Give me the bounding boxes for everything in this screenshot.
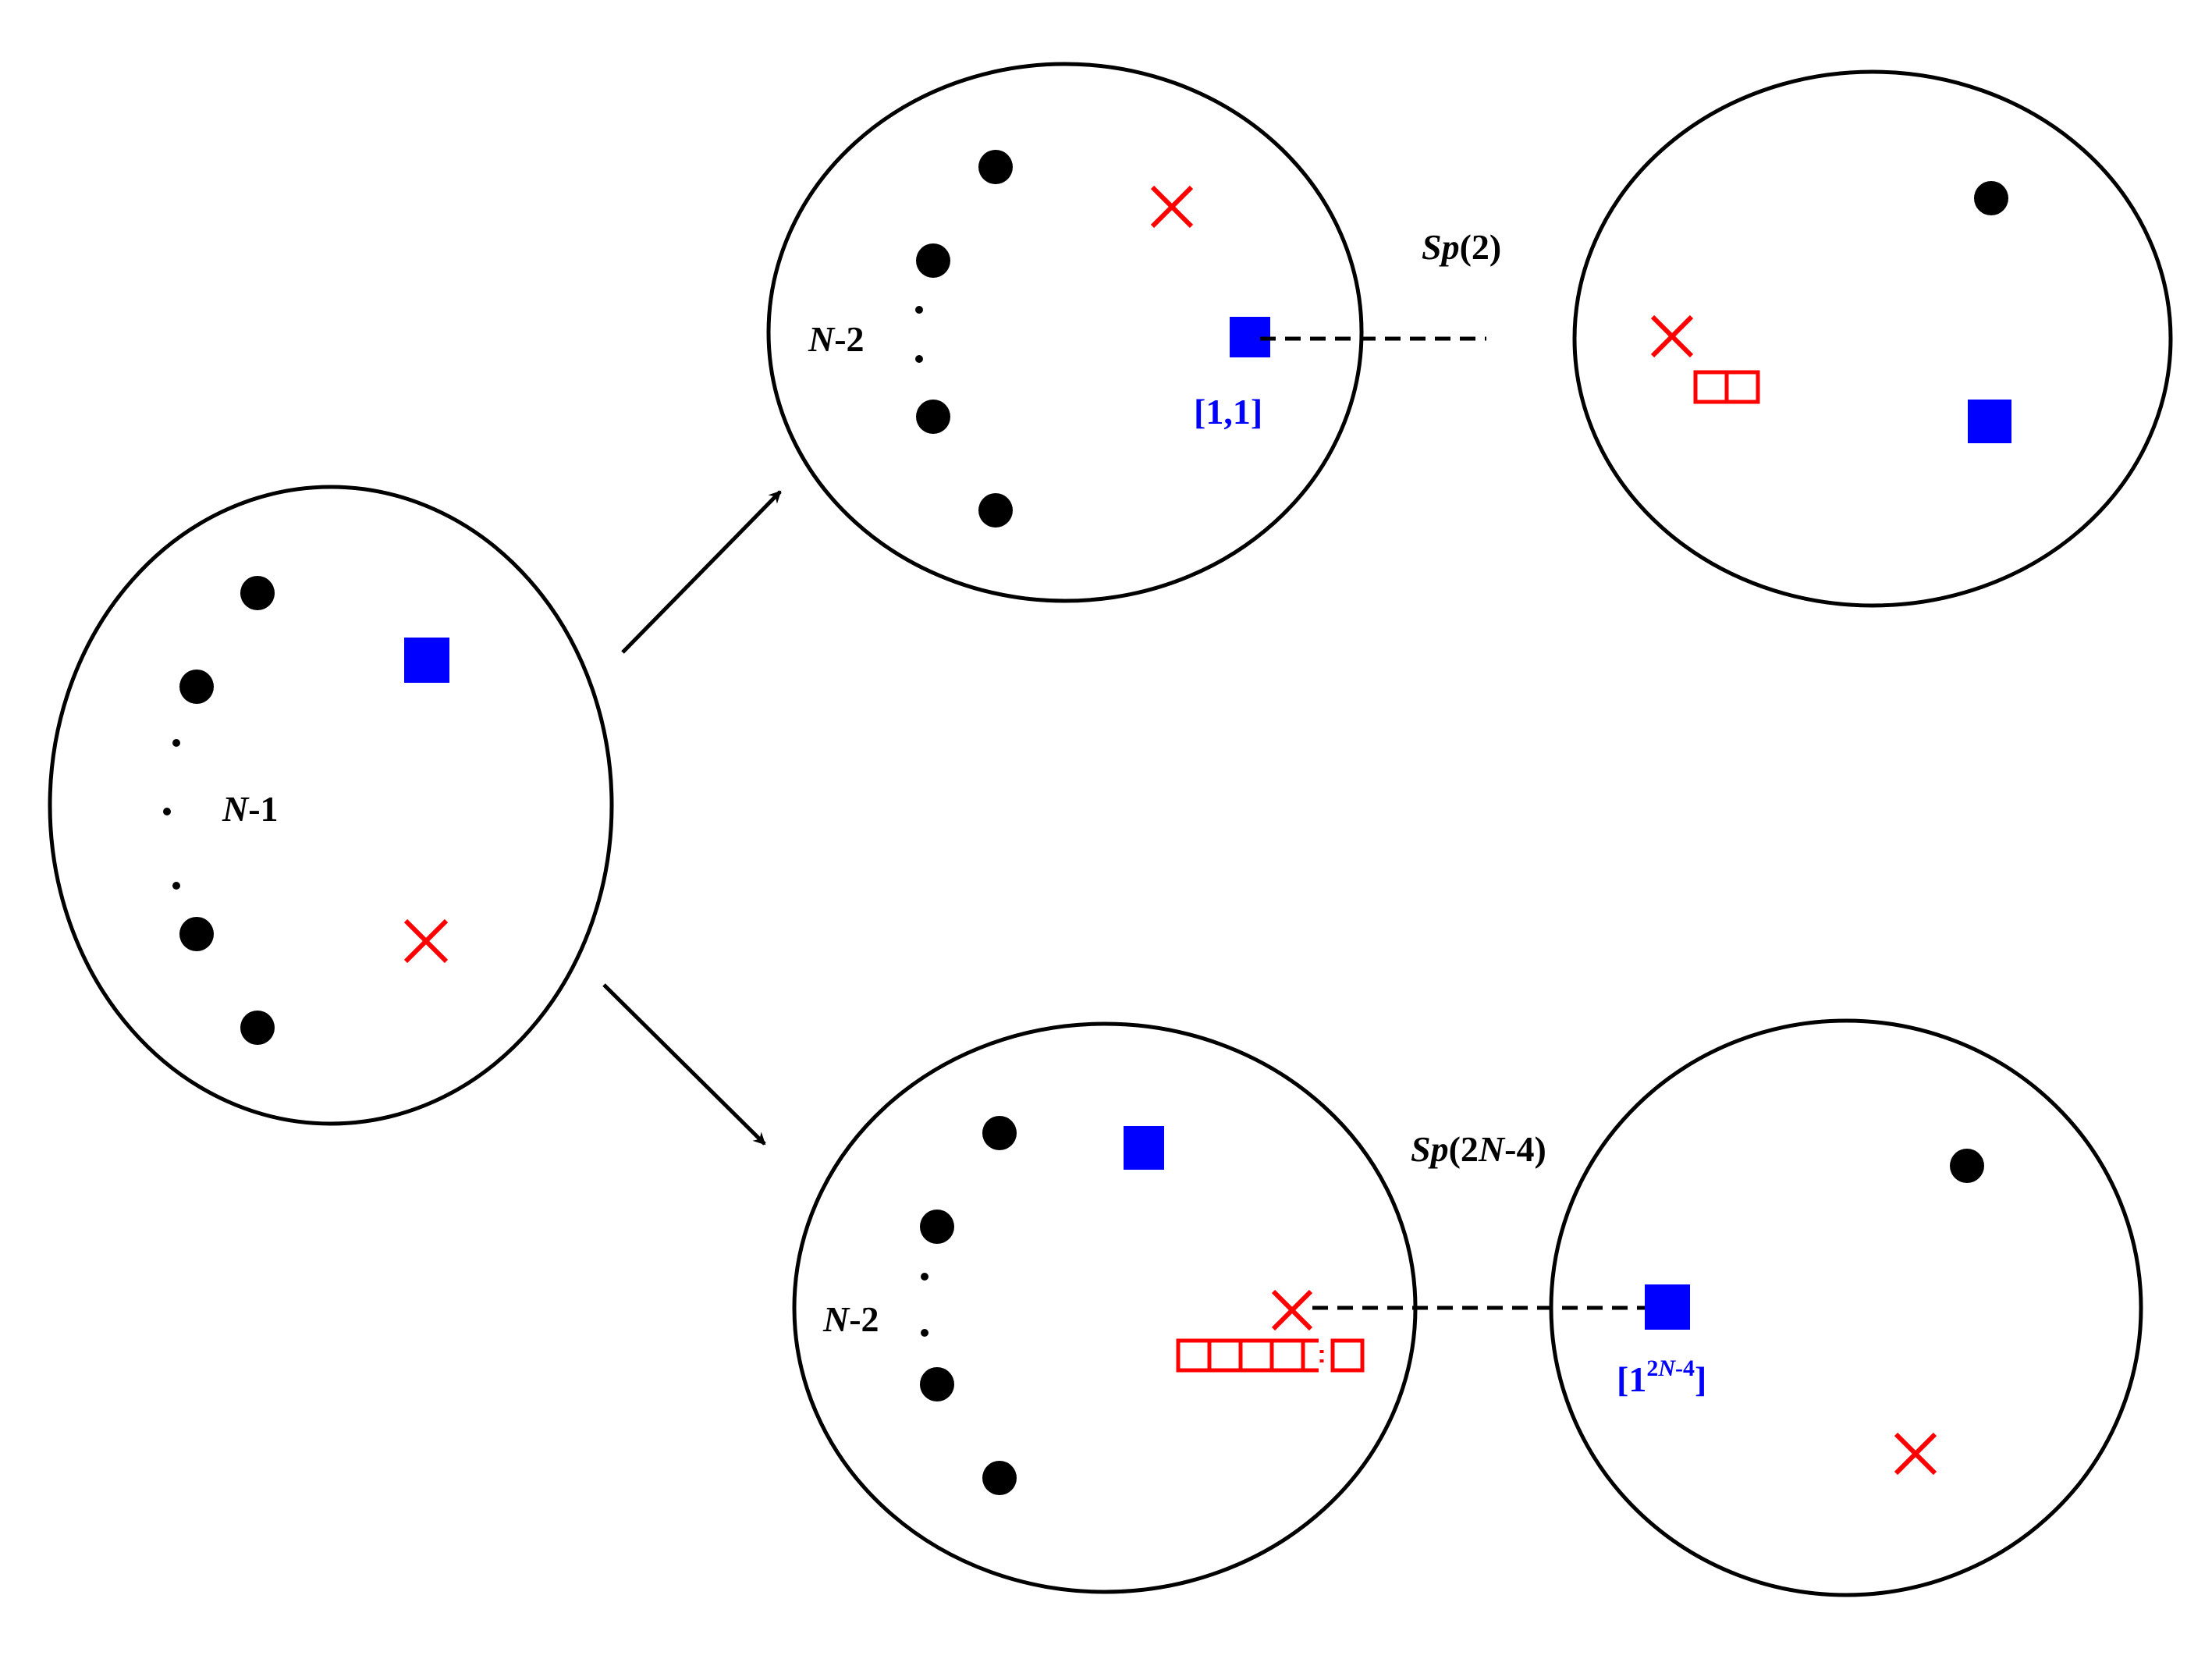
dot-icon (172, 882, 180, 890)
blue-square-icon (404, 638, 449, 683)
puncture-icon (982, 1116, 1017, 1150)
puncture-icon (240, 576, 275, 610)
top-middle-surface: N-2 [1,1] (766, 62, 1364, 603)
top-group-label: Sp(2) (1422, 227, 1501, 267)
puncture-icon (1950, 1149, 1984, 1183)
puncture-icon (920, 1210, 954, 1244)
puncture-icon (1974, 181, 2008, 215)
dot-icon (921, 1329, 928, 1337)
puncture-icon (982, 1461, 1017, 1495)
puncture-icon (916, 400, 950, 434)
puncture-icon (916, 243, 950, 278)
dot-icon (921, 1273, 928, 1281)
puncture-icon (240, 1011, 275, 1045)
young-diagram-icon (1693, 370, 1760, 404)
bottom-middle-surface-label: N-2 (822, 1299, 879, 1339)
dot-icon (172, 739, 180, 747)
blue-square-icon (1645, 1284, 1690, 1330)
young-diagram-icon (1176, 1338, 1365, 1373)
bottom-middle-surface: N-2 (792, 1021, 1418, 1594)
top-middle-surface-label: N-2 (808, 319, 865, 359)
arrow-icon (602, 983, 766, 1146)
red-cross-icon (1650, 314, 1694, 358)
top-right-surface-outline (1572, 69, 2173, 608)
top-right-surface (1572, 69, 2173, 608)
bottom-right-surface: [12N-4] (1549, 1018, 2143, 1597)
red-cross-icon (1894, 1432, 1937, 1476)
puncture-icon (978, 150, 1013, 184)
bottom-right-surface-outline (1549, 1018, 2143, 1597)
left-surface: N-1 (48, 485, 614, 1126)
dot-icon (915, 306, 923, 314)
dot-icon (915, 355, 923, 363)
blue-square-icon (1124, 1126, 1164, 1170)
puncture-icon (179, 670, 214, 704)
arrow-icon (621, 490, 782, 654)
blue-square-icon (1968, 400, 2011, 443)
dot-icon (163, 808, 171, 815)
red-cross-icon (1271, 1289, 1313, 1331)
puncture-icon (920, 1367, 954, 1401)
puncture-icon (978, 493, 1013, 528)
bottom-group-label: Sp(2N-4) (1411, 1129, 1546, 1169)
red-cross-icon (1150, 185, 1194, 229)
left-surface-label: N-1 (222, 789, 279, 829)
red-cross-icon (403, 918, 449, 964)
top-middle-surface-outline (766, 62, 1364, 603)
bottom-partition-label: [12N-4] (1617, 1355, 1706, 1399)
top-partition-label: [1,1] (1194, 392, 1262, 432)
left-surface-outline (48, 485, 614, 1126)
puncture-icon (179, 917, 214, 951)
